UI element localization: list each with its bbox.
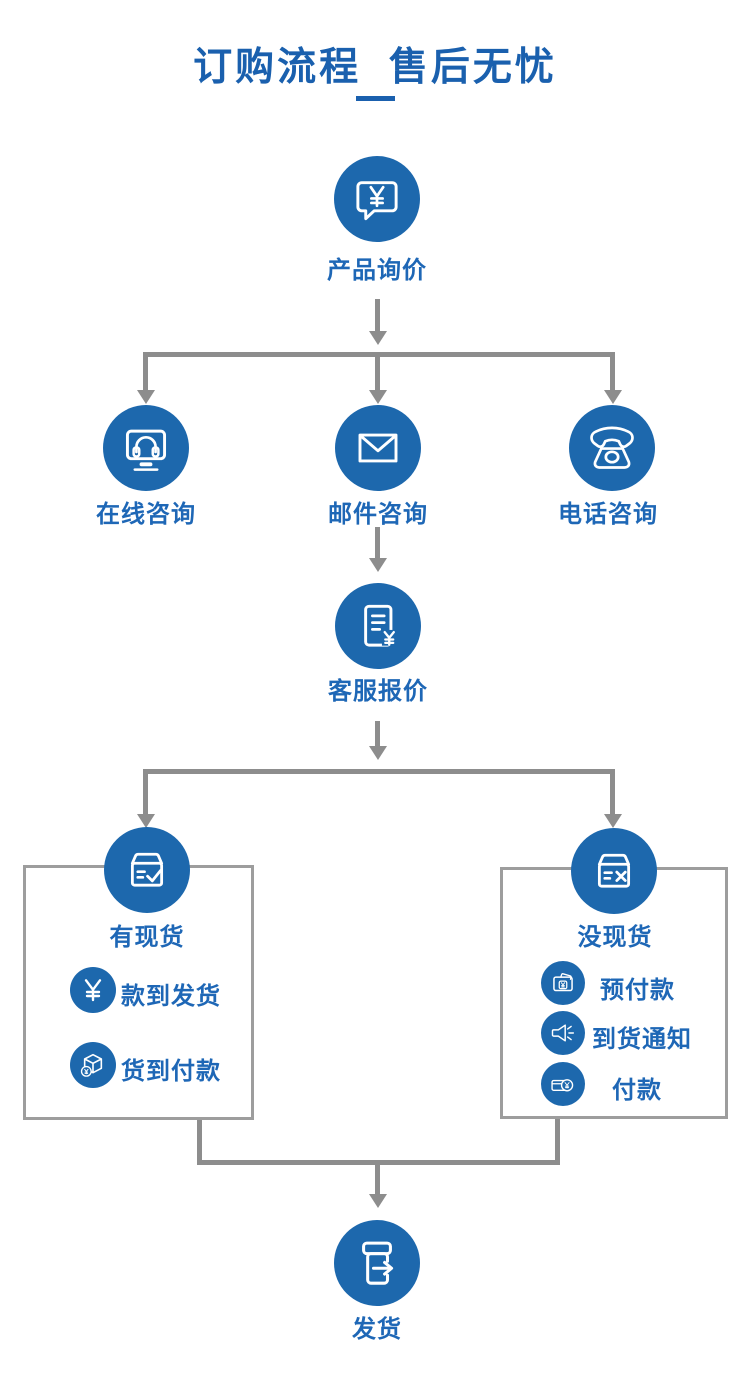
package-coin-icon bbox=[80, 1053, 103, 1077]
box-check-icon bbox=[130, 852, 164, 887]
email-node bbox=[335, 405, 421, 491]
online-support-label: 在线咨询 bbox=[96, 501, 196, 528]
connector-line bbox=[143, 769, 615, 774]
connector-line bbox=[375, 355, 380, 390]
arrowhead-icon bbox=[369, 331, 387, 345]
arrowhead-icon bbox=[369, 746, 387, 760]
in-stock-label: 有现货 bbox=[109, 924, 185, 951]
card-coin-icon bbox=[551, 1079, 574, 1092]
shipping-box-icon bbox=[362, 1241, 394, 1285]
connector-line bbox=[610, 352, 615, 390]
cod-label: 货到付款 bbox=[121, 1058, 221, 1085]
payment-label: 付款 bbox=[612, 1077, 662, 1104]
cod-badge bbox=[70, 1042, 116, 1088]
box-x-icon bbox=[597, 853, 631, 888]
connector-line bbox=[197, 1160, 560, 1165]
email-icon bbox=[358, 433, 398, 463]
no-stock-label: 没现货 bbox=[577, 924, 653, 951]
connector-line bbox=[375, 1165, 380, 1194]
connector-line bbox=[143, 352, 615, 357]
no-stock-node bbox=[571, 828, 657, 914]
connector-line bbox=[143, 772, 148, 814]
connector-line bbox=[610, 772, 615, 814]
speaker-icon bbox=[551, 1024, 575, 1042]
connector-line bbox=[555, 1119, 560, 1165]
connector-line bbox=[375, 721, 380, 746]
arrowhead-icon bbox=[369, 1194, 387, 1208]
email-label: 邮件咨询 bbox=[328, 501, 428, 528]
arrowhead-icon bbox=[604, 390, 622, 404]
ship-node bbox=[334, 1220, 420, 1306]
online-support-icon bbox=[125, 429, 167, 471]
connector-line bbox=[375, 527, 380, 558]
inquiry-node bbox=[334, 156, 420, 242]
arrowhead-icon bbox=[369, 390, 387, 404]
yuan-icon bbox=[84, 979, 102, 1002]
connector-line bbox=[143, 352, 148, 390]
arrival-notice-badge bbox=[541, 1011, 585, 1055]
phone-node bbox=[569, 405, 655, 491]
arrowhead-icon bbox=[137, 390, 155, 404]
connector-line bbox=[197, 1120, 202, 1165]
quote-label: 客服报价 bbox=[328, 678, 428, 705]
prepayment-badge bbox=[541, 961, 585, 1005]
pay-then-ship-badge bbox=[70, 967, 116, 1013]
ship-label: 发货 bbox=[352, 1316, 402, 1343]
phone-icon bbox=[590, 426, 634, 469]
phone-label: 电话咨询 bbox=[558, 501, 658, 528]
pay-then-ship-label: 款到发货 bbox=[121, 983, 221, 1010]
page-title: 订购流程 售后无忧 bbox=[193, 46, 557, 89]
quote-document-icon bbox=[364, 604, 396, 647]
online-support-node bbox=[103, 405, 189, 491]
chat-yuan-icon bbox=[356, 181, 398, 221]
arrowhead-icon bbox=[369, 558, 387, 572]
arrival-notice-label: 到货通知 bbox=[592, 1026, 692, 1053]
arrowhead-icon bbox=[137, 814, 155, 828]
prepayment-label: 预付款 bbox=[600, 977, 675, 1004]
title-underline bbox=[356, 96, 395, 101]
quote-node bbox=[335, 583, 421, 669]
wallet-yuan-icon bbox=[553, 973, 573, 992]
inquiry-label: 产品询价 bbox=[327, 257, 427, 284]
in-stock-node bbox=[104, 827, 190, 913]
connector-line bbox=[375, 299, 380, 331]
arrowhead-icon bbox=[604, 814, 622, 828]
payment-badge bbox=[541, 1062, 585, 1106]
